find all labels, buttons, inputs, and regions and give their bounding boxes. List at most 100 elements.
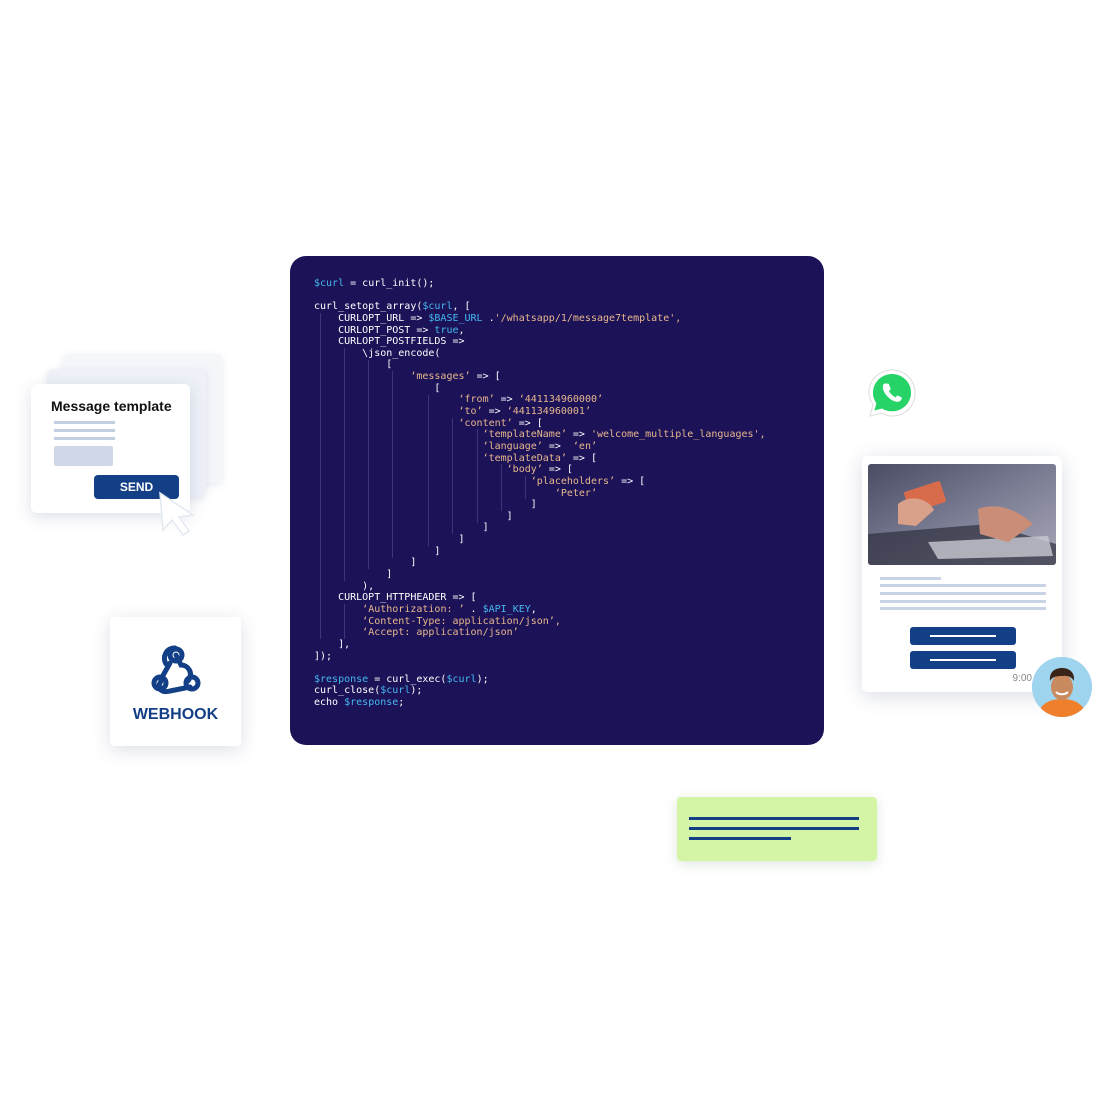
code-line: ‘placeholders’ => [ [314, 476, 766, 488]
text-line [880, 592, 1046, 595]
code-text: CURLOPT_POSTFIELDS => [314, 336, 465, 348]
code-line: ‘Authorization: ’ . $API_KEY, [314, 604, 766, 616]
indent-guide [344, 604, 346, 640]
text-line [689, 817, 859, 820]
code-text: ; [398, 697, 405, 709]
code-text: => [ [512, 417, 543, 429]
code-line: ‘Accept: application/json’ [314, 627, 766, 639]
indent-guide [428, 394, 430, 546]
code-text [314, 394, 459, 405]
webhook-label: WEBHOOK [132, 706, 219, 723]
code-text: ); [476, 673, 489, 685]
placeholder-box [54, 446, 113, 466]
whatsapp-button-primary[interactable] [910, 627, 1016, 645]
code-text: ] [314, 522, 489, 534]
code-string: ‘from’ [458, 394, 495, 406]
code-line: ] [314, 534, 766, 546]
code-text [314, 627, 362, 638]
text-line [689, 837, 791, 840]
code-text: ] [314, 510, 513, 522]
code-line: ‘from’ => ‘441134960000’ [314, 394, 766, 406]
indent-guide [392, 371, 394, 558]
code-text: => [494, 394, 519, 406]
code-line: CURLOPT_POSTFIELDS => [314, 336, 766, 348]
code-text [314, 464, 507, 475]
laptop-payment-photo [868, 464, 1056, 565]
code-line: curl_setopt_array($curl, [ [314, 301, 766, 313]
code-variable: $response [314, 673, 369, 685]
code-line: ], [314, 639, 766, 651]
whatsapp-message-card: 9:00 [862, 456, 1062, 692]
indent-guide [344, 347, 346, 581]
code-text [314, 476, 531, 487]
code-line: ‘templateData’ => [ [314, 453, 766, 465]
webhook-icon [151, 645, 201, 694]
code-text [314, 371, 410, 382]
whatsapp-icon [868, 369, 916, 417]
code-line: ] [314, 569, 766, 581]
code-text: ]); [314, 650, 333, 662]
code-line: ] [314, 546, 766, 558]
code-text: , [ [452, 301, 471, 313]
code-variable: $BASE_URL [428, 312, 483, 324]
code-line: ‘messages’ => [ [314, 371, 766, 383]
code-line [314, 290, 766, 302]
code-string: ‘Peter’ [554, 487, 597, 499]
code-string: ‘templateName’ [482, 429, 567, 441]
code-text: curl_close( [314, 685, 381, 697]
code-line: \json_encode( [314, 348, 766, 360]
chat-bubble [677, 797, 877, 861]
code-variable: $curl [380, 685, 411, 697]
message-template-card: Message template SEND [31, 384, 190, 513]
code-text [314, 488, 555, 499]
code-line: CURLOPT_POST => true, [314, 325, 766, 337]
code-text: [ [314, 359, 393, 371]
code-text: . [464, 603, 483, 615]
code-text: ] [314, 557, 417, 569]
code-text: ] [314, 534, 465, 546]
code-text [314, 616, 362, 627]
code-text: ), [314, 580, 375, 592]
code-text: => [542, 440, 573, 452]
code-line: ] [314, 511, 766, 523]
code-text: , [458, 324, 465, 336]
code-variable: $curl [422, 301, 453, 313]
code-variable: $response [344, 697, 399, 709]
code-line: ] [314, 499, 766, 511]
code-text: => [566, 429, 591, 441]
code-text: \json_encode( [314, 347, 441, 359]
code-line: CURLOPT_URL => $BASE_URL .'/whatsapp/1/m… [314, 313, 766, 325]
text-line [54, 429, 115, 432]
code-string: ‘messages’ [410, 371, 471, 383]
code-string: ‘Accept: application/json’ [362, 627, 519, 639]
code-text [314, 453, 483, 464]
indent-guide [476, 429, 478, 523]
code-text: => [ [470, 371, 501, 383]
code-line: ‘to’ => ‘441134960001’ [314, 406, 766, 418]
code-text: ); [410, 685, 423, 697]
text-line [880, 600, 1046, 603]
whatsapp-button-secondary[interactable] [910, 651, 1016, 669]
code-line: echo $response; [314, 697, 766, 709]
code-string: ‘to’ [458, 406, 483, 418]
code-text: = curl_init(); [344, 278, 435, 289]
code-string: 'welcome_multiple_languages', [590, 429, 766, 441]
code-string: ‘placeholders’ [530, 475, 616, 487]
code-string: ‘language’ [482, 440, 543, 452]
code-variable: true [434, 324, 459, 336]
text-line [880, 584, 1046, 587]
code-string: ‘Authorization: ’ [362, 603, 465, 615]
code-text: ] [314, 499, 537, 511]
code-line: ), [314, 581, 766, 593]
code-text: ] [314, 569, 393, 581]
code-text: curl_setopt_array( [314, 301, 423, 313]
indent-guide [452, 417, 454, 535]
code-block: $curl = curl_init();curl_setopt_array($c… [314, 278, 766, 709]
send-button[interactable]: SEND [94, 475, 179, 499]
code-text [314, 429, 483, 440]
indent-guide [500, 464, 502, 511]
text-line [689, 827, 859, 830]
code-line: curl_close($curl); [314, 685, 766, 697]
indent-guide [524, 476, 526, 500]
code-line [314, 662, 766, 674]
